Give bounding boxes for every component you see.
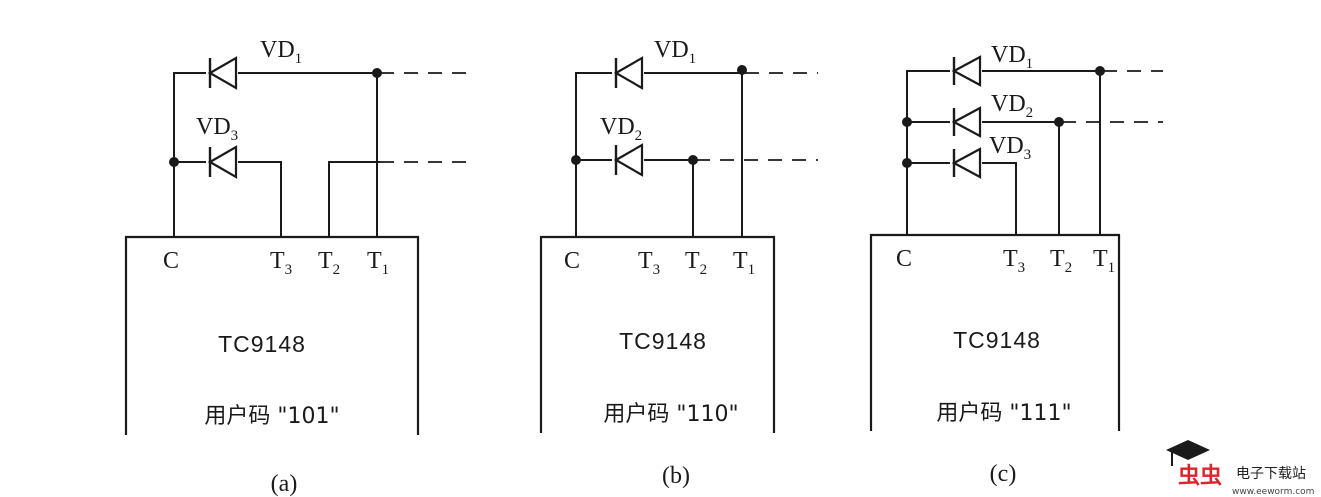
- panel-c-vd1-label: VD1: [991, 42, 1033, 72]
- panel-b-vd2-label: VD2: [600, 114, 642, 144]
- panel-a-diode-vd3: [207, 145, 238, 179]
- panel-c-pin-t2: T2: [1050, 246, 1072, 276]
- panel-c-pin-c: C: [896, 246, 912, 272]
- graduation-cap-icon: [1166, 440, 1210, 466]
- watermark: 虫虫 电子下载站 www.eeworm.com: [1166, 440, 1314, 497]
- panel-c-wire-c-bus: [906, 70, 950, 235]
- panel-c: VD1 VD2 VD3 C T3 T2 T1 TC9148 用户码 "111" …: [869, 42, 1163, 487]
- panel-a-junction-t1: [372, 68, 382, 78]
- panel-a-diode-vd1: [207, 56, 238, 90]
- panel-a-wire-t2-line: [328, 161, 380, 237]
- panel-b-pin-t1: T1: [733, 248, 755, 278]
- panel-c-user-code: 用户码 "111": [936, 401, 1071, 426]
- panel-c-chip-name: TC9148: [953, 327, 1041, 353]
- panel-a-caption: (a): [271, 471, 298, 497]
- panel-a-user-code: 用户码 "101": [204, 404, 339, 429]
- panel-b-junction-c: [571, 155, 581, 165]
- panel-a-pin-c: C: [163, 248, 179, 274]
- watermark-site-name: 电子下载站: [1236, 466, 1306, 482]
- panel-a-wire-c-bus: [173, 72, 206, 237]
- panel-c-pin-t3: T3: [1003, 246, 1025, 276]
- panel-b-diode-vd2: [613, 143, 644, 177]
- panel-a-vd3-label: VD3: [196, 114, 238, 144]
- watermark-url: www.eeworm.com: [1232, 487, 1314, 497]
- panel-c-diode-vd3: [951, 147, 982, 179]
- panel-a-wire-vd3-to-t3: [238, 161, 282, 237]
- panel-c-chip-body: [869, 233, 1121, 431]
- panel-b-pin-c: C: [564, 248, 580, 274]
- panel-a-pin-t1: T1: [367, 248, 389, 278]
- panel-a-chip-body: [124, 235, 420, 435]
- panel-b-wire-c-bus: [575, 72, 612, 237]
- watermark-logo: 虫虫: [1178, 463, 1222, 489]
- panel-b-pin-t3: T3: [638, 248, 660, 278]
- panel-b-junction-t1: [737, 65, 747, 75]
- panel-b-junction-t2: [688, 155, 698, 165]
- panel-c-diode-vd1: [951, 55, 982, 87]
- panel-c-junction-c-vd3: [902, 158, 912, 168]
- panel-b: VD1 VD2 C T3 T2 T1 TC9148 用户码 "110" (b): [539, 37, 818, 489]
- panel-b-pin-t2: T2: [685, 248, 707, 278]
- panel-b-user-code: 用户码 "110": [603, 402, 738, 427]
- panel-a-chip-name: TC9148: [218, 331, 306, 357]
- panel-b-vd1-label: VD1: [654, 37, 696, 67]
- panel-a-junction-c: [169, 157, 179, 167]
- panel-a-pin-t2: T2: [318, 248, 340, 278]
- panel-b-diode-vd1: [613, 56, 644, 90]
- panel-c-wire-vd3-to-t3: [982, 162, 1017, 235]
- panel-c-caption: (c): [990, 461, 1017, 487]
- panel-a: VD1 VD3 C T3 T2 T1 TC9148 用户码 "101" (a): [124, 37, 468, 497]
- panel-b-caption: (b): [662, 463, 690, 489]
- panel-b-chip-name: TC9148: [619, 328, 707, 354]
- panel-c-vd3-label: VD3: [989, 133, 1031, 163]
- panel-a-vd1-label: VD1: [260, 37, 302, 67]
- panel-c-junction-t1: [1095, 66, 1105, 76]
- panel-c-pin-t1: T1: [1093, 246, 1115, 276]
- panel-c-diode-vd2: [951, 106, 982, 138]
- panel-b-chip-body: [539, 235, 776, 433]
- panel-c-junction-t2: [1054, 117, 1064, 127]
- panel-c-junction-c-vd2: [902, 117, 912, 127]
- panel-c-vd2-label: VD2: [991, 91, 1033, 121]
- panel-a-pin-t3: T3: [270, 248, 292, 278]
